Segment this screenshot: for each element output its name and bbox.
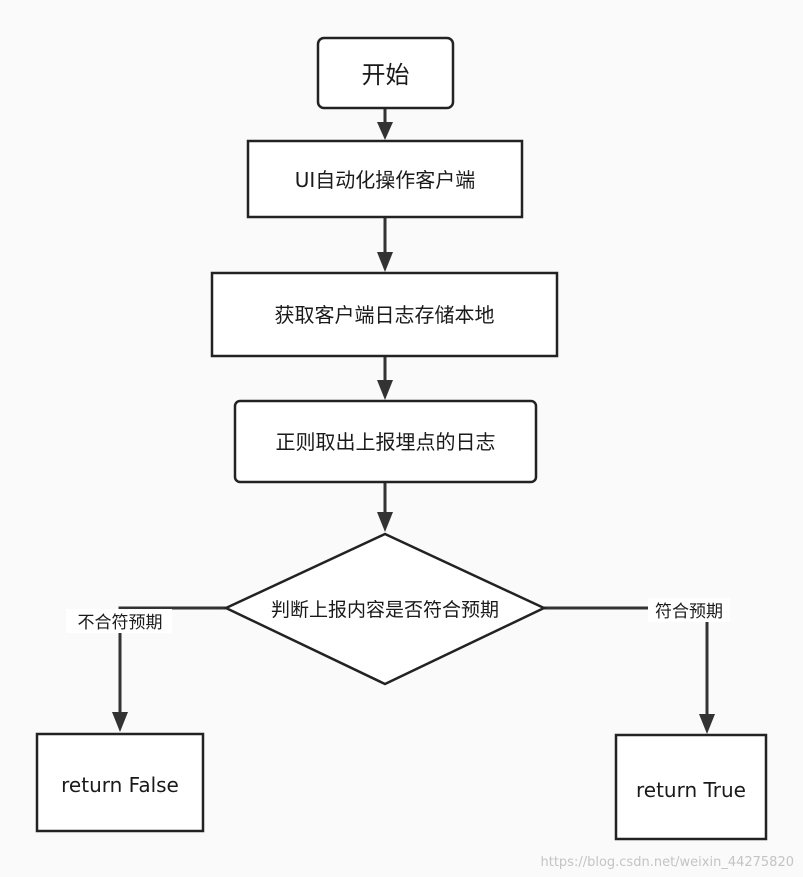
arrow-head (377, 252, 393, 272)
arrow-head (699, 714, 715, 734)
node-fetch-logs-label: 获取客户端日志存储本地 (275, 303, 495, 327)
edge-decision-to-true (544, 606, 709, 716)
node-fetch-logs-box (210, 271, 559, 358)
node-return-true: return True (614, 733, 768, 841)
node-decision-label: 判断上报内容是否符合预期 (271, 599, 499, 621)
node-regex-extract-label: 正则取出上报埋点的日志 (276, 430, 496, 454)
node-return-false: return False (35, 732, 205, 833)
node-decision: 判断上报内容是否符合预期 (223, 532, 547, 686)
node-return-false-label: return False (61, 773, 179, 797)
node-start-box (316, 36, 455, 110)
node-decision-diamond (223, 532, 547, 686)
edge-label-yes: 符合预期 (648, 598, 730, 622)
arrow-head (377, 380, 393, 400)
node-ui-automation-label: UI自动化操作客户端 (295, 168, 476, 192)
edge-decision-to-false (118, 606, 226, 714)
arrow-head (112, 712, 128, 732)
node-return-true-label: return True (636, 778, 746, 802)
node-return-false-box (35, 732, 205, 833)
edge-label-no-text: 不合符预期 (78, 613, 163, 633)
edge-label-yes-text: 符合预期 (655, 602, 723, 622)
arrow-head (377, 512, 393, 532)
edge-label-no: 不合符预期 (66, 609, 172, 633)
node-regex-extract: 正则取出上报埋点的日志 (233, 399, 538, 484)
node-regex-extract-box (233, 399, 538, 484)
node-return-true-box (614, 733, 768, 841)
node-start-label: 开始 (362, 61, 410, 89)
arrow-head (377, 122, 393, 140)
node-start: 开始 (316, 36, 455, 110)
edges (112, 108, 715, 734)
node-fetch-logs: 获取客户端日志存储本地 (210, 271, 559, 358)
node-ui-automation: UI自动化操作客户端 (246, 139, 524, 219)
node-ui-automation-box (246, 139, 524, 219)
watermark: https://blog.csdn.net/weixin_44275820 (540, 855, 794, 870)
